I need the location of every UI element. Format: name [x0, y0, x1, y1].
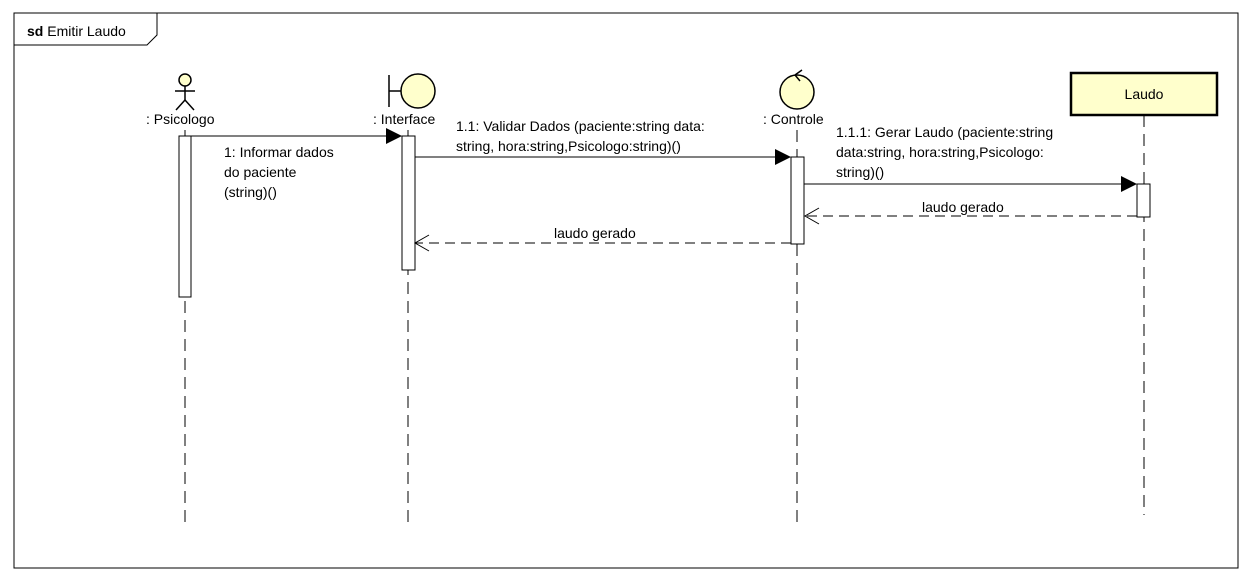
frame-border [13, 12, 1239, 569]
lifeline-label-controle: : Controle [763, 111, 824, 127]
message-label-1-1: 1.1: Validar Dados (paciente:string data… [456, 118, 705, 154]
reply-label-controle-interface: laudo gerado [554, 225, 636, 241]
lifeline-label-psicologo: : Psicologo [146, 111, 215, 127]
frame-title: sd Emitir Laudo [27, 21, 126, 41]
message-label-1-1-1: 1.1.1: Gerar Laudo (paciente:string data… [836, 124, 1054, 180]
reply-label-laudo-controle: laudo gerado [922, 199, 1004, 215]
lifeline-label-interface: : Interface [373, 111, 436, 127]
class-box-laudo [1069, 71, 1219, 117]
frame-keyword: sd [27, 23, 44, 39]
message-label-1: 1: Informar dados do paciente (string)() [224, 144, 334, 200]
activation-interface [401, 135, 416, 271]
reply-arrow-laudo-controle [803, 207, 1137, 225]
activation-psicologo [178, 135, 192, 298]
message-arrow-1-1-1 [804, 176, 1137, 192]
reply-arrow-controle-interface [413, 234, 791, 252]
frame-name: Emitir Laudo [47, 23, 126, 39]
message-arrow-1-1 [415, 149, 791, 165]
message-arrow-1 [191, 128, 402, 144]
activation-controle [790, 156, 805, 245]
activation-laudo [1136, 183, 1151, 218]
boundary-icon [388, 73, 436, 109]
control-icon [779, 69, 815, 110]
frame-tab [14, 12, 158, 46]
actor-icon [175, 73, 195, 111]
class-label-laudo: Laudo [1124, 86, 1164, 102]
